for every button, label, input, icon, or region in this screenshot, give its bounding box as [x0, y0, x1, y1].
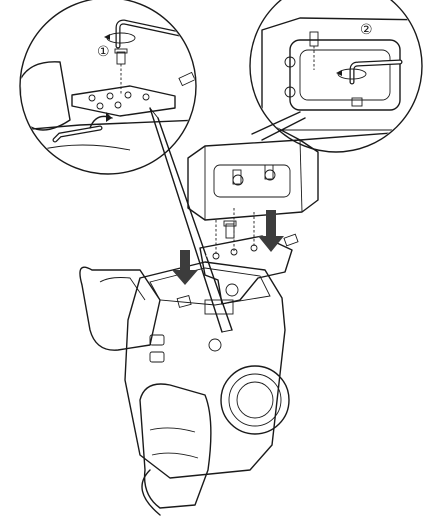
hex-key-icon [352, 62, 400, 82]
camera-body [80, 262, 289, 515]
hex-key-icon [55, 128, 100, 140]
screw-icon [284, 234, 298, 246]
step-2-label: ② [360, 22, 373, 38]
screw-icon [115, 49, 127, 64]
down-arrow-icon [258, 210, 284, 252]
step-1-label: ① [97, 44, 110, 60]
callout-left: ① [20, 0, 200, 180]
screw-icon [310, 32, 318, 46]
top-handle [188, 140, 318, 220]
screw-icon [179, 72, 195, 85]
rotate-arrow-icon [90, 112, 112, 128]
mount-bracket [200, 208, 298, 304]
down-arrow-icon [172, 250, 198, 285]
screw-icon [352, 98, 362, 106]
callout-right: ② [250, 0, 428, 152]
